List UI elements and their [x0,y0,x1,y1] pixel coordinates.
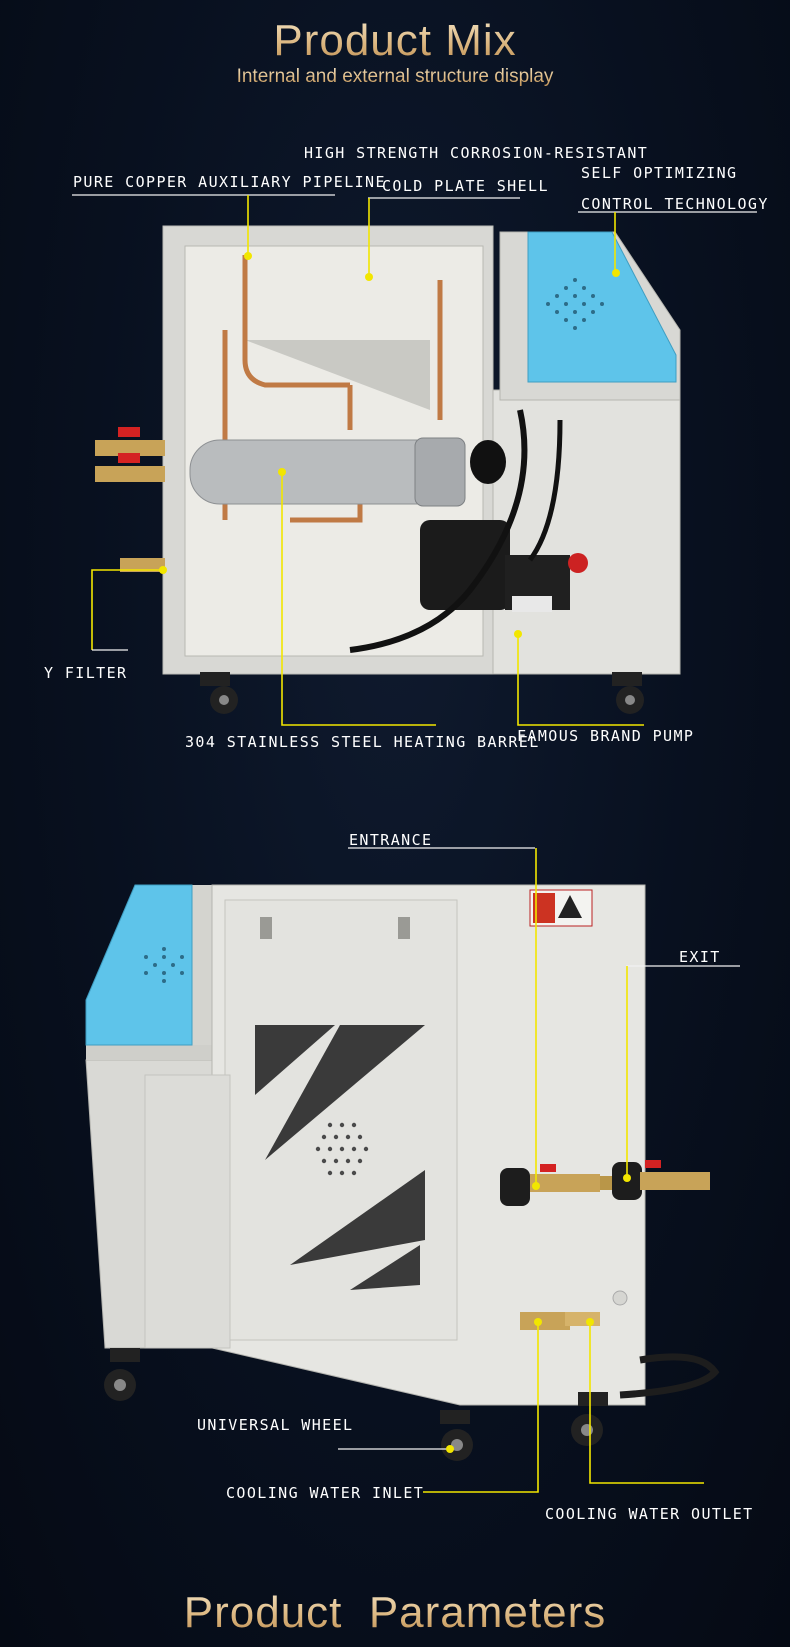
callout-entrance: ENTRANCE [349,831,433,849]
callout-cooling-inlet: COOLING WATER INLET [226,1484,425,1502]
callout-self-optimizing: SELF OPTIMIZING [581,164,738,182]
internal-structure-image [72,194,757,726]
callout-control-technology: CONTROL TECHNOLOGY [581,195,769,213]
page-title: Product Mix [0,16,790,66]
page-subtitle: Internal and external structure display [0,66,790,88]
section-title-parameters: Product Parameters [0,1588,790,1638]
callout-pump: FAMOUS BRAND PUMP [517,727,695,745]
callout-cooling-outlet: COOLING WATER OUTLET [545,1505,754,1523]
callout-cold-plate: COLD PLATE SHELL [382,177,549,195]
callout-universal-wheel: UNIVERSAL WHEEL [197,1416,354,1434]
callout-heating-barrel: 304 STAINLESS STEEL HEATING BARREL [185,733,540,751]
callout-copper-pipeline: PURE COPPER AUXILIARY PIPELINE [73,173,386,191]
callout-y-filter: Y FILTER [44,664,128,682]
callout-high-strength: HIGH STRENGTH CORROSION-RESISTANT [304,144,649,162]
callout-exit: EXIT [679,948,721,966]
